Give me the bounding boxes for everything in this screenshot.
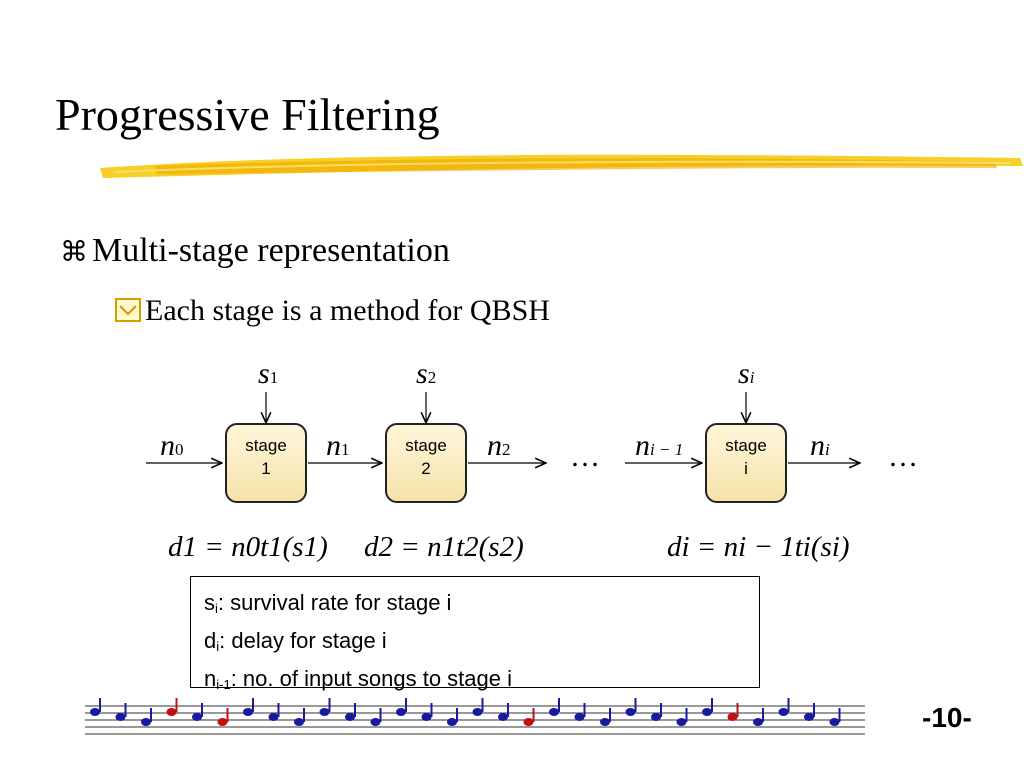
stage-2-block: s2 stage 2 n1 n2	[308, 357, 546, 503]
ni-minus-1-label: ni − 1	[635, 429, 683, 462]
music-note-icon	[804, 713, 814, 721]
music-note-icon	[243, 708, 253, 716]
bullet2-text: Each stage is a method for QBSH	[145, 294, 550, 327]
legend-box: si: survival rate for stage i di: delay …	[190, 576, 760, 692]
music-note-icon	[600, 718, 610, 726]
si-label: si	[738, 357, 755, 390]
music-note-icon	[498, 713, 508, 721]
music-note-icon	[345, 713, 355, 721]
stage-i-line2: i	[744, 459, 748, 478]
music-note-icon	[523, 718, 534, 726]
music-note-icon	[702, 708, 712, 716]
stage-i-line1: stage	[725, 436, 767, 455]
music-note-icon	[421, 713, 432, 721]
s2-label: s2	[416, 357, 436, 390]
stage-i-block: si stage i ni − 1 ni	[625, 357, 860, 503]
checkbox-bullet-icon	[115, 298, 141, 322]
stage-2-line2: 2	[421, 459, 430, 478]
music-note-icon	[192, 713, 202, 721]
music-note-icon	[829, 718, 840, 726]
formula-di: di = ni − 1ti(si)	[667, 531, 850, 563]
music-note-icon	[166, 708, 177, 716]
pipeline-diagram: s1 stage 1 n0 s2 stage 2 n1 n2 … si stag…	[146, 357, 918, 563]
stage-2-line1: stage	[405, 436, 447, 455]
bullet1-text: Multi-stage representation	[92, 232, 450, 269]
music-note-icon	[753, 718, 763, 726]
music-note-icon	[319, 708, 330, 716]
music-note-icon	[625, 708, 636, 716]
music-note-icon	[778, 708, 789, 716]
n2-label: n2	[487, 429, 511, 462]
page-number: -10-	[922, 702, 972, 733]
bullet-level1: ⌘Multi-stage representation	[60, 232, 450, 270]
n1-label: n1	[326, 429, 350, 462]
formula-d1: d1 = n0t1(s1)	[168, 531, 328, 563]
formula-d2: d2 = n1t2(s2)	[364, 531, 524, 563]
music-note-icon	[396, 708, 406, 716]
music-note-icon	[294, 718, 304, 726]
music-note-icon	[115, 713, 126, 721]
music-note-icon	[268, 713, 279, 721]
legend-line-s: si: survival rate for stage i	[204, 590, 452, 616]
music-note-icon	[651, 713, 661, 721]
stage-1-line2: 1	[261, 459, 270, 478]
music-note-icon	[90, 708, 100, 716]
n0-label: n0	[160, 429, 184, 462]
music-note-icon	[217, 718, 228, 726]
ellipsis-2: …	[888, 440, 918, 473]
music-note-icon	[472, 708, 483, 716]
title-underline-brushstroke	[100, 154, 1023, 178]
music-note-icon	[727, 713, 738, 721]
bullet-level2: Each stage is a method for QBSH	[115, 294, 550, 328]
ni-label: ni	[810, 429, 830, 462]
legend-line-d: di: delay for stage i	[204, 628, 387, 654]
slide-title: Progressive Filtering	[55, 89, 440, 140]
ellipsis-1: …	[570, 440, 600, 473]
command-key-bullet-icon: ⌘	[60, 235, 88, 268]
stage-1-line1: stage	[245, 436, 287, 455]
music-note-icon	[574, 713, 585, 721]
music-note-icon	[676, 718, 687, 726]
legend-line-n: ni-1: no. of input songs to stage i	[204, 666, 512, 692]
music-note-icon	[447, 718, 457, 726]
music-note-icon	[370, 718, 381, 726]
stage-1-block: s1 stage 1 n0	[146, 357, 307, 503]
s1-label: s1	[258, 357, 278, 390]
music-staff-decoration	[85, 698, 865, 735]
music-note-icon	[549, 708, 559, 716]
music-note-icon	[141, 718, 151, 726]
